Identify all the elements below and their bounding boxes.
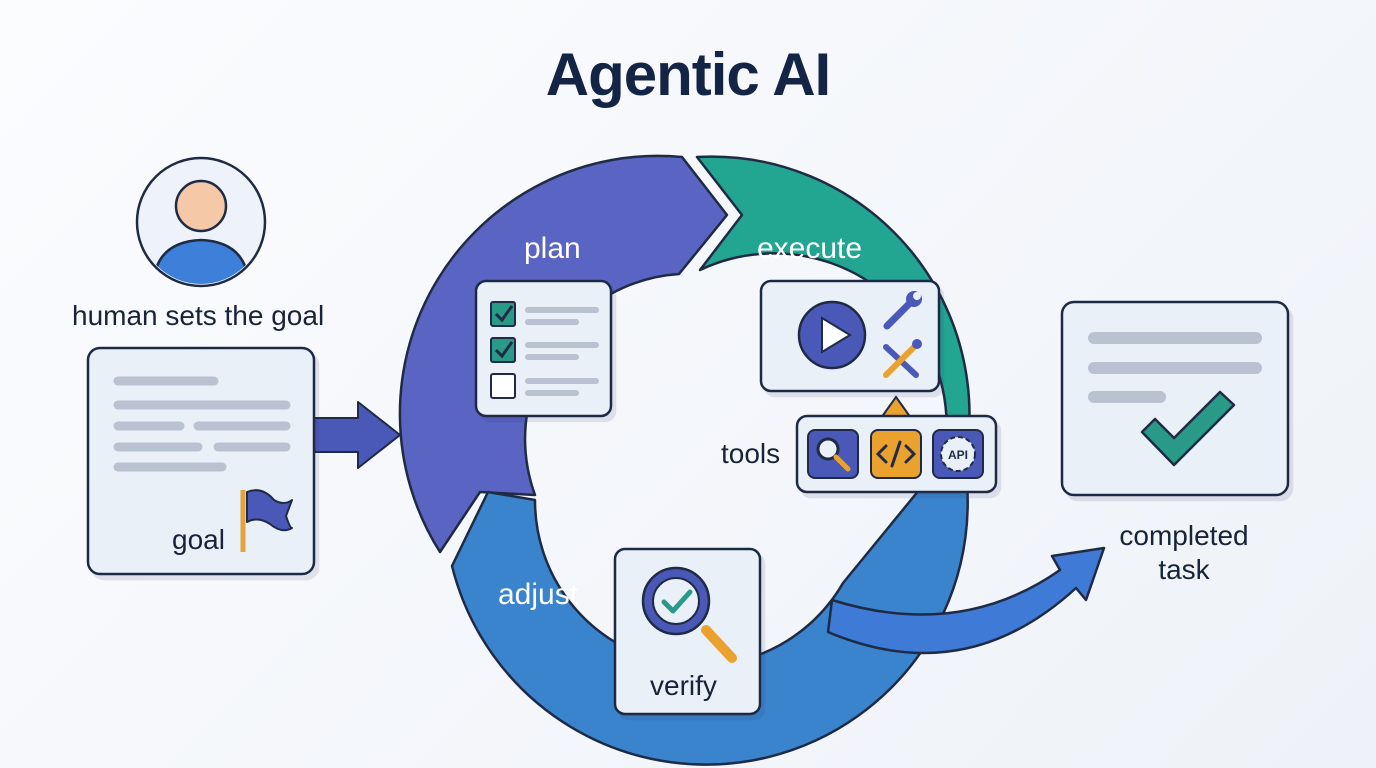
search-icon (807, 429, 859, 479)
goal-text-lines (113, 376, 291, 472)
api-text: API (948, 448, 968, 462)
checkbox-icon (490, 301, 516, 399)
magnifier-check-icon (641, 566, 737, 663)
human-label: human sets the goal (72, 300, 325, 331)
flag-icon (240, 489, 293, 552)
checkmark-icon (1140, 390, 1236, 467)
person-head-icon (174, 179, 228, 233)
play-icon (797, 300, 867, 370)
plan-label: plan (524, 232, 581, 265)
completed-text-lines (1088, 332, 1262, 403)
goal-label: goal (172, 524, 225, 555)
adjust-label: adjust (498, 578, 579, 611)
wrench-icon (883, 291, 922, 330)
api-gear-icon: API (932, 429, 984, 479)
output-arrow-icon (826, 546, 1106, 655)
code-icon (870, 429, 922, 479)
completed-task-card (1060, 300, 1290, 497)
completed-label-line1: completed (1119, 520, 1249, 551)
execute-label: execute (757, 232, 863, 265)
tools-label: tools (721, 438, 781, 469)
completed-label-line2: task (1158, 554, 1210, 585)
page-title: Agentic AI (545, 41, 831, 108)
input-arrow-icon (313, 401, 401, 469)
checklist-lines (525, 307, 599, 396)
verify-label: verify (650, 670, 717, 701)
tools-cross-icon (883, 339, 922, 378)
avatar (135, 156, 267, 288)
